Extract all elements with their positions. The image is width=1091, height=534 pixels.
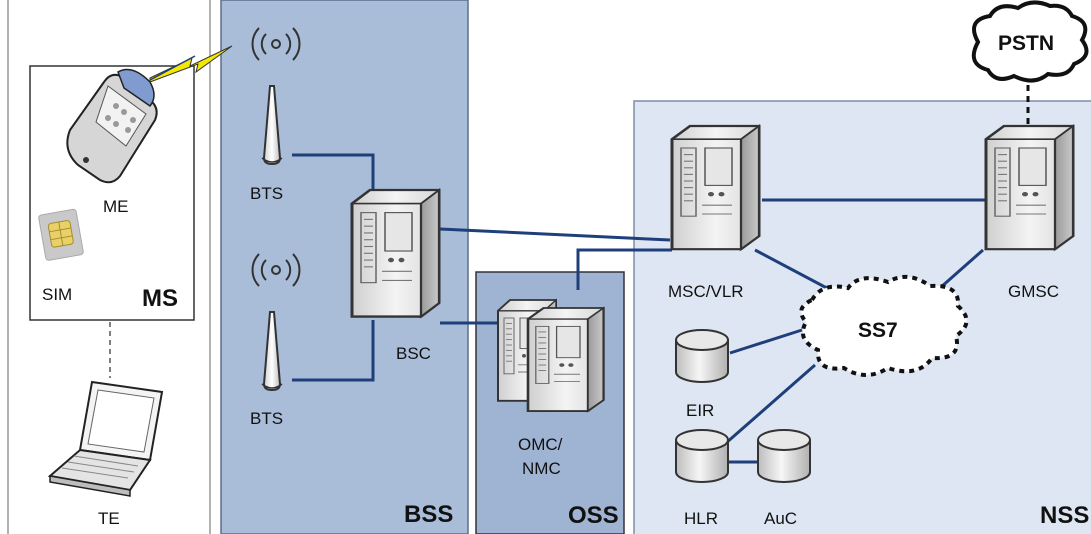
gmsc-label: GMSC [1008,282,1059,301]
sim-label: SIM [42,285,72,304]
nss-region-label: NSS [1040,502,1089,529]
laptop-icon [47,380,164,497]
msc-vlr-server-icon [670,124,761,251]
ms-region [7,0,211,534]
ss7-label: SS7 [858,319,898,342]
ms-region-label: MS [142,285,178,312]
bts-bottom-label: BTS [250,409,283,428]
pstn-cloud-icon [971,0,1089,83]
eir-database-icon [675,329,729,383]
hlr-label: HLR [684,509,718,528]
hlr-database-icon [675,429,729,483]
oss-region-label: OSS [568,502,619,529]
omc-label-line2: NMC [522,459,561,478]
auc-label: AuC [764,509,797,528]
bsc-label: BSC [396,344,431,363]
eir-label: EIR [686,401,714,420]
te-label: TE [98,509,120,528]
bsc-server-icon [350,188,441,319]
network-links [109,74,1030,464]
ss7-cloud-icon [799,274,969,377]
sim-card-icon [38,208,84,261]
pstn-label: PSTN [998,32,1054,55]
bts-top-label: BTS [250,184,283,203]
mobile-phone-icon [66,68,158,184]
radio-link-bolt-icon [149,45,233,83]
bss-region-label: BSS [404,501,453,528]
msc-vlr-label: MSC/VLR [668,282,744,301]
auc-database-icon [757,429,811,483]
me-label: ME [103,197,129,216]
omc-label-line1: OMC/ [518,435,563,454]
gmsc-server-icon [984,124,1075,251]
omc-server-front-icon [526,306,605,413]
